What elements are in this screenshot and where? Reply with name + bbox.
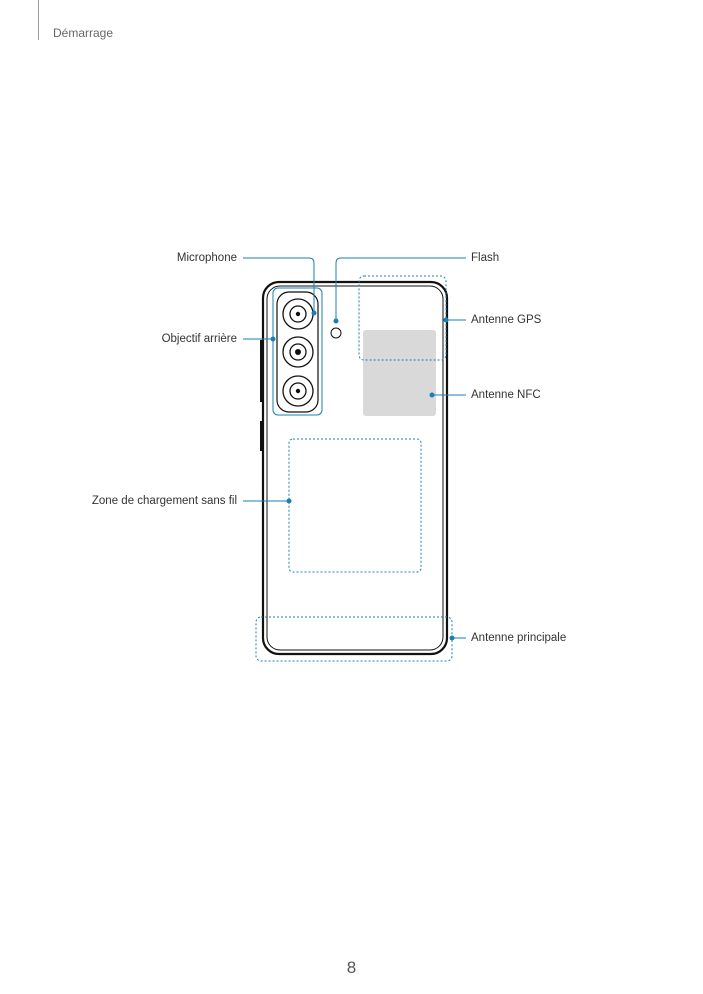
flash-icon xyxy=(330,327,342,339)
header-rule xyxy=(38,0,39,40)
wireless-charging-area xyxy=(288,438,422,573)
flash-callout xyxy=(335,257,466,321)
side-button xyxy=(260,421,263,451)
flash-callout-dot xyxy=(333,318,339,324)
camera-lens-bottom xyxy=(282,375,314,407)
camera-lens-middle xyxy=(282,336,314,368)
main-antenna-area xyxy=(255,616,453,662)
main-antenna-label: Antenne principale xyxy=(471,632,567,644)
flash-label: Flash xyxy=(471,252,500,264)
page-number: 8 xyxy=(346,958,357,977)
wireless-charging-callout-dot xyxy=(286,498,292,504)
nfc-antenna-label: Antenne NFC xyxy=(471,389,541,401)
main-antenna-callout-dot xyxy=(449,635,455,641)
rear-camera-callout-dot xyxy=(270,336,276,342)
gps-antenna-label: Antenne GPS xyxy=(471,314,542,326)
microphone-label: Microphone xyxy=(176,252,237,264)
volume-button xyxy=(260,340,263,402)
camera-module xyxy=(276,291,319,413)
phone-outer-frame xyxy=(261,280,449,656)
nfc-antenna-area xyxy=(363,330,436,416)
phone-inner-frame xyxy=(266,285,444,651)
section-title: Démarrage xyxy=(53,26,114,40)
camera-lens-top xyxy=(282,298,314,330)
rear-camera-label: Objectif arrière xyxy=(161,333,237,345)
microphone-callout-dot xyxy=(311,310,317,316)
wireless-charging-label: Zone de chargement sans fil xyxy=(91,495,237,507)
rear-camera-highlight xyxy=(272,287,323,416)
nfc-callout-dot xyxy=(429,392,435,398)
gps-callout-dot xyxy=(443,317,449,323)
microphone-callout xyxy=(243,257,315,313)
